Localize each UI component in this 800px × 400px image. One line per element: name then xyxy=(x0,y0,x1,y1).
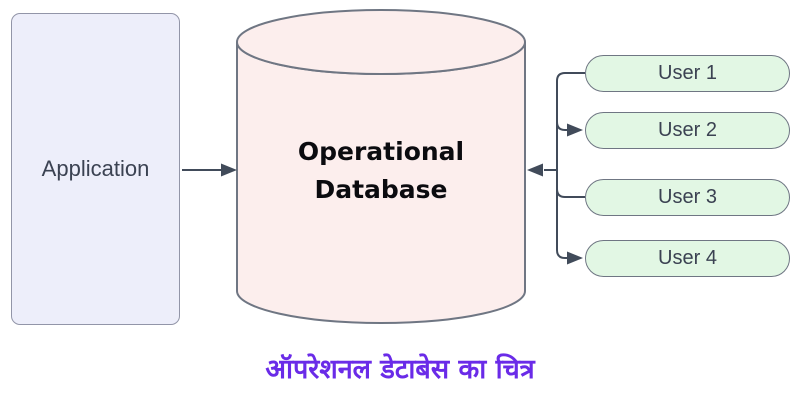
arrowhead-into-user-4 xyxy=(567,251,583,265)
user-3-node: User 3 xyxy=(585,179,790,216)
application-node: Application xyxy=(11,13,180,325)
user-4-label: User 4 xyxy=(658,247,717,269)
arrowhead-into-database-left xyxy=(221,163,237,177)
user-1-label: User 1 xyxy=(658,62,717,84)
user-3-label: User 3 xyxy=(658,186,717,208)
user-2-label: User 2 xyxy=(658,119,717,141)
arrowhead-into-database-right xyxy=(527,163,543,177)
diagram-caption: ऑपरेशनल डेटाबेस का चित्र xyxy=(265,354,535,385)
user-4-node: User 4 xyxy=(585,240,790,277)
users-to-database-connector xyxy=(544,72,585,259)
database-cylinder-top xyxy=(236,9,526,75)
database-label: Operational Database xyxy=(297,137,465,204)
application-label: Application xyxy=(41,156,150,181)
user-2-node: User 2 xyxy=(585,112,790,149)
user-1-node: User 1 xyxy=(585,55,790,92)
arrowhead-into-user-2 xyxy=(567,123,583,137)
